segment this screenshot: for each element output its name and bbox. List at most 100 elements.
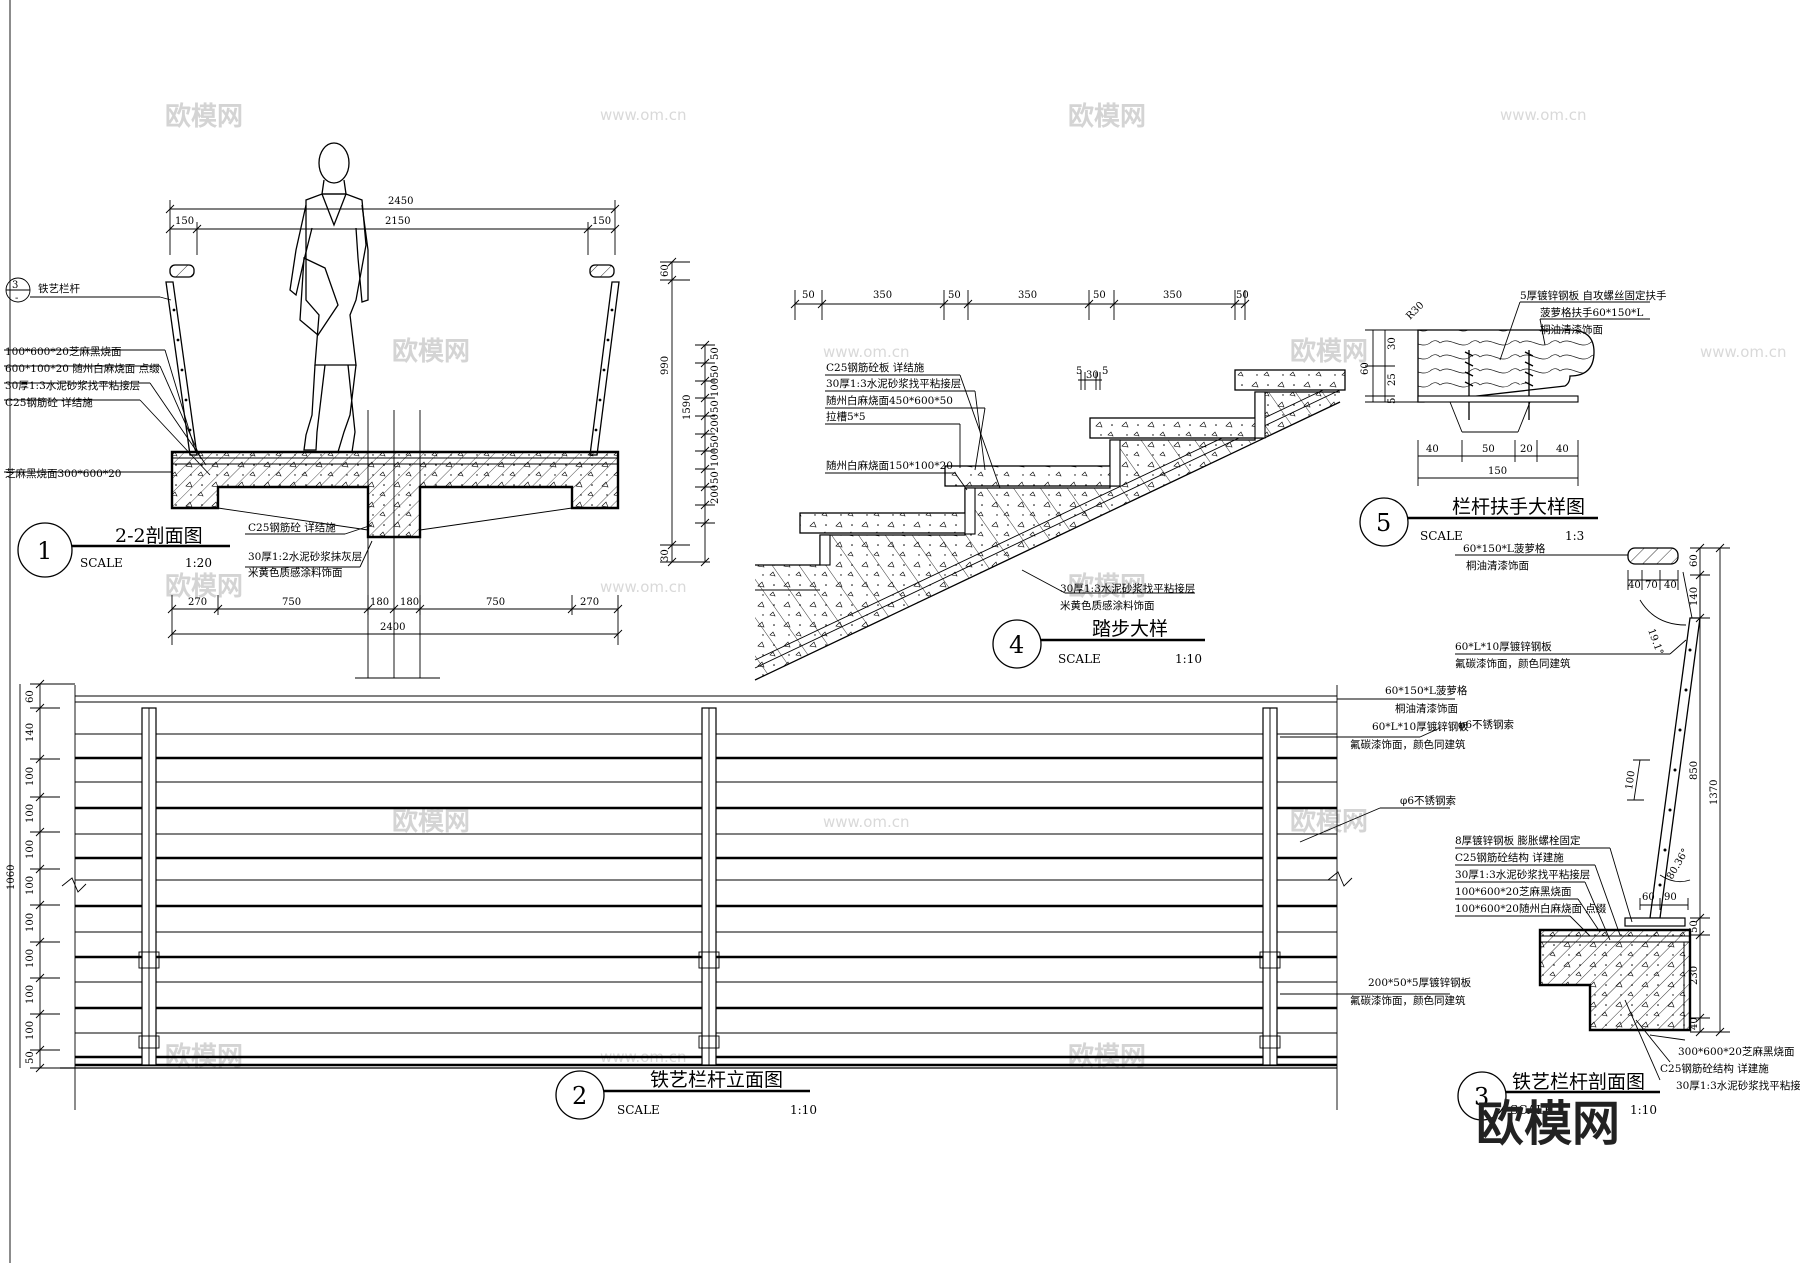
dim-label: 100: [25, 876, 36, 895]
drawing-title: 2-2剖面图: [115, 525, 203, 547]
dim-label: 60: [660, 264, 671, 277]
dim-label: 50: [1482, 444, 1495, 455]
dim-label: 30: [1387, 337, 1398, 350]
callout-note: 60*150*L菠萝格: [1385, 684, 1468, 697]
dim-label: 20: [1520, 444, 1533, 455]
railing-section: 40 70 40 19.1° 80.36° 100 60 90: [1455, 542, 1800, 1121]
stair-soffit: [754, 401, 1341, 681]
drawing-number: 3: [1474, 1083, 1489, 1111]
drawing-number-circle: [1359, 497, 1409, 547]
dim-label: 1370: [1709, 780, 1720, 805]
callout-note: 铁艺栏杆: [38, 282, 80, 295]
dim-label: 350: [873, 290, 892, 301]
dim-label: 140: [1689, 587, 1700, 606]
dim-label: 40: [1426, 444, 1439, 455]
base-structure: [1538, 928, 1692, 1032]
dim-label: 50: [1093, 290, 1106, 301]
dim-label: 750: [486, 597, 505, 608]
reference-tag-number: 3: [12, 280, 18, 291]
dim-label: 270: [188, 597, 207, 608]
drawing-title: 铁艺栏杆剖面图: [1512, 1071, 1645, 1093]
dim-label: 50: [802, 290, 815, 301]
callout-note: 芝麻黑烧面300*600*20: [5, 467, 121, 480]
radius-label: R30: [1404, 300, 1426, 322]
dim-label: 50: [25, 1051, 36, 1064]
drawing-number-circle: [1457, 1071, 1507, 1121]
dim-label: 2400: [380, 622, 405, 633]
callout-note: 200*50*5厚镀锌钢板: [1368, 976, 1472, 989]
dim-label: 100: [25, 949, 36, 968]
dim-label: 50: [948, 290, 961, 301]
watermark: www.om.cn: [1500, 106, 1587, 124]
dim-label: 25: [1387, 373, 1398, 386]
dim-label: 50: [1689, 920, 1700, 933]
dim-label: 350: [1018, 290, 1037, 301]
dim-label: 90: [1664, 892, 1677, 903]
scale-value: 1:10: [1630, 1103, 1657, 1117]
callout-note: 100*600*20随州白麻烧面 点缀: [1455, 902, 1607, 915]
callout-note: 600*100*20 随州白麻烧面 点缀: [5, 362, 160, 375]
dim-label: 1060: [6, 865, 17, 890]
dim-label: 180: [370, 597, 389, 608]
watermark: 欧模网: [392, 336, 470, 367]
dim-label: 100: [25, 1021, 36, 1040]
callout-note: 菠萝格扶手60*150*L: [1540, 306, 1643, 319]
dim-label: 30: [660, 549, 671, 562]
brand-logo-text: 欧模网: [1476, 1096, 1620, 1152]
dim-label: 140: [25, 723, 36, 742]
dim-label: 100: [25, 840, 36, 859]
scale-label: SCALE: [1420, 529, 1463, 543]
drawing-number: 2: [572, 1082, 587, 1110]
dim-label: 150: [175, 216, 194, 227]
dim-label: 100: [25, 985, 36, 1004]
dim-label: 180: [400, 597, 419, 608]
callout-note: 米黄色质感涂料饰面: [248, 566, 343, 579]
callout-note: 30厚1:3水泥砂浆找平粘接层: [1676, 1079, 1800, 1092]
dim-label: 750: [282, 597, 301, 608]
dim-label: 30: [1086, 370, 1099, 381]
scale-label: SCALE: [617, 1103, 660, 1117]
scale-value: 1:10: [790, 1103, 817, 1117]
watermark: 欧模网: [1068, 571, 1146, 602]
callout-note: 300*600*20芝麻黑烧面: [1678, 1045, 1794, 1058]
scale-label: SCALE: [1510, 1103, 1553, 1117]
dim-label: 40: [1689, 1017, 1700, 1030]
callout-note: 5厚镀锌钢板 自攻螺丝固定扶手: [1520, 289, 1667, 302]
callout-note: C25钢筋砼结构 详建施: [1455, 851, 1564, 864]
callout-note: 8厚镀锌钢板 膨胀螺栓固定: [1455, 834, 1581, 847]
scale-value: 1:3: [1565, 529, 1584, 543]
dim-label: 200: [710, 485, 721, 504]
dim-label: 50: [1236, 290, 1249, 301]
angle-label: 19.1°: [1645, 627, 1665, 656]
dim-label: 50: [710, 471, 721, 484]
callout-note: 米黄色质感涂料饰面: [1060, 599, 1155, 612]
scale-label: SCALE: [1058, 652, 1101, 666]
drawing-number: 5: [1376, 509, 1391, 537]
dim-label: 100: [710, 378, 721, 397]
reference-tag-sheet: -: [15, 293, 18, 304]
dim-label: 1590: [682, 395, 693, 420]
watermarks: 欧模网 www.om.cn 欧模网 www.om.cn 欧模网 www.om.c…: [165, 101, 1787, 1072]
dim-label: 5: [1387, 398, 1398, 404]
callout-note: 30厚1:3水泥砂浆找平粘接层: [1455, 868, 1590, 881]
callout-note: 30厚1:3水泥砂浆找平粘接层: [826, 377, 961, 390]
watermark: 欧模网: [165, 571, 243, 602]
callout-note: 氟碳漆饰面，颜色同建筑: [1350, 994, 1466, 1007]
callout-note: C25钢筋砼 详结施: [5, 396, 93, 409]
callout-note: 60*150*L菠萝格: [1463, 542, 1546, 555]
callout-note: C25钢筋砼 详结施: [248, 521, 336, 534]
dim-label: 350: [1163, 290, 1182, 301]
dim-label: 70: [1645, 580, 1658, 591]
dim-label: 100: [710, 448, 721, 467]
callout-note: 随州白麻烧面150*100*20: [826, 459, 953, 472]
callout-note: 60*L*10厚镀锌钢板: [1455, 640, 1552, 653]
callout-note: 氟碳漆饰面，颜色同建筑: [1455, 657, 1571, 670]
dim-label: 200: [710, 414, 721, 433]
watermark: www.om.cn: [600, 106, 687, 124]
scale-value: 1:20: [185, 556, 212, 570]
callout-note: C25钢筋砼板 详结施: [826, 361, 925, 374]
dim-label: 60: [1689, 554, 1700, 567]
drawing-number-circle: [555, 1070, 605, 1120]
drawing-number: 1: [37, 537, 52, 565]
